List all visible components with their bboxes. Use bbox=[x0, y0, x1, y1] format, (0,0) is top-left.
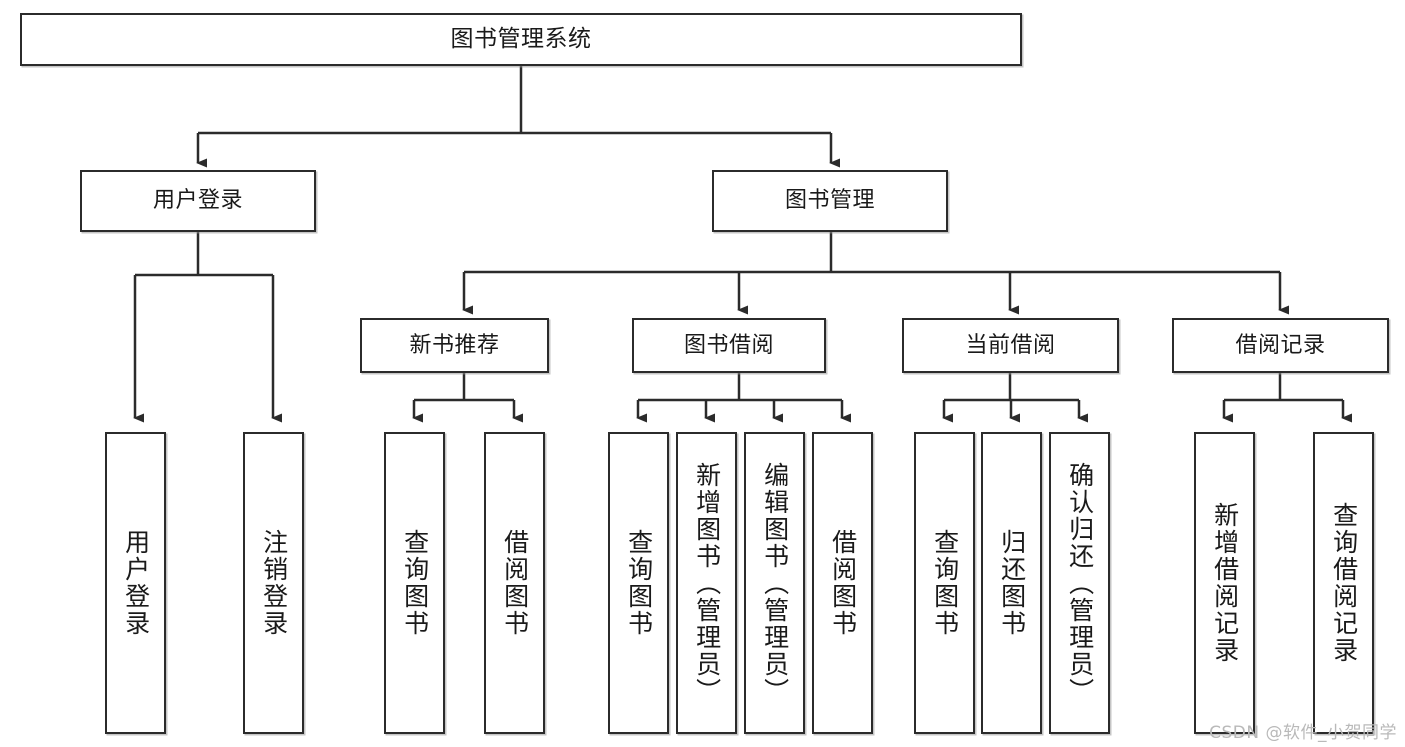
node-label: 借阅记录 bbox=[1235, 332, 1326, 358]
leaf-borrow-books[interactable]: 借阅图书 bbox=[812, 432, 873, 734]
node-label: 图书管理 bbox=[784, 188, 875, 214]
leaf-user-login[interactable]: 用户登录 bbox=[105, 432, 166, 734]
node-label: 借阅图书 bbox=[500, 529, 530, 637]
leaf-add-borrow-record[interactable]: 新增借阅记录 bbox=[1194, 432, 1255, 734]
leaf-query-books-current[interactable]: 查询图书 bbox=[914, 432, 975, 734]
node-label: 查询图书 bbox=[624, 529, 654, 637]
leaf-add-book-admin[interactable]: 新增图书（管理员） bbox=[676, 432, 737, 734]
node-book-management[interactable]: 图书管理 bbox=[712, 170, 948, 232]
leaf-logout[interactable]: 注销登录 bbox=[243, 432, 304, 734]
leaf-query-books-newbook[interactable]: 查询图书 bbox=[384, 432, 445, 734]
leaf-edit-book-admin[interactable]: 编辑图书（管理员） bbox=[744, 432, 805, 734]
node-label: 当前借阅 bbox=[965, 332, 1056, 358]
node-label: 借阅图书 bbox=[828, 529, 858, 637]
leaf-query-books-borrow[interactable]: 查询图书 bbox=[608, 432, 669, 734]
node-label: 新增借阅记录 bbox=[1210, 502, 1240, 664]
node-user-login[interactable]: 用户登录 bbox=[80, 170, 316, 232]
node-label: 归还图书 bbox=[997, 529, 1027, 637]
node-label: 图书借阅 bbox=[683, 332, 774, 358]
node-label: 查询图书 bbox=[930, 529, 960, 637]
leaf-query-borrow-record[interactable]: 查询借阅记录 bbox=[1313, 432, 1374, 734]
node-label: 新增图书（管理员） bbox=[692, 461, 722, 705]
node-root-system[interactable]: 图书管理系统 bbox=[20, 13, 1022, 66]
node-label: 注销登录 bbox=[259, 529, 289, 637]
node-label: 查询借阅记录 bbox=[1329, 502, 1359, 664]
node-label: 图书管理系统 bbox=[450, 26, 592, 53]
node-book-borrow[interactable]: 图书借阅 bbox=[632, 318, 826, 373]
leaf-return-books[interactable]: 归还图书 bbox=[981, 432, 1042, 734]
node-label: 编辑图书（管理员） bbox=[760, 461, 790, 705]
node-borrow-record[interactable]: 借阅记录 bbox=[1172, 318, 1389, 373]
node-label: 用户登录 bbox=[152, 188, 243, 214]
node-label: 查询图书 bbox=[400, 529, 430, 637]
watermark-text: CSDN @软件_小贺同学 bbox=[1209, 723, 1397, 743]
leaf-borrow-books-newbook[interactable]: 借阅图书 bbox=[484, 432, 545, 734]
node-label: 用户登录 bbox=[121, 529, 151, 637]
leaf-confirm-return-admin[interactable]: 确认归还（管理员） bbox=[1049, 432, 1110, 734]
node-new-book-recommend[interactable]: 新书推荐 bbox=[360, 318, 549, 373]
node-label: 新书推荐 bbox=[409, 332, 500, 358]
node-label: 确认归还（管理员） bbox=[1065, 461, 1095, 705]
node-current-borrow[interactable]: 当前借阅 bbox=[902, 318, 1119, 373]
